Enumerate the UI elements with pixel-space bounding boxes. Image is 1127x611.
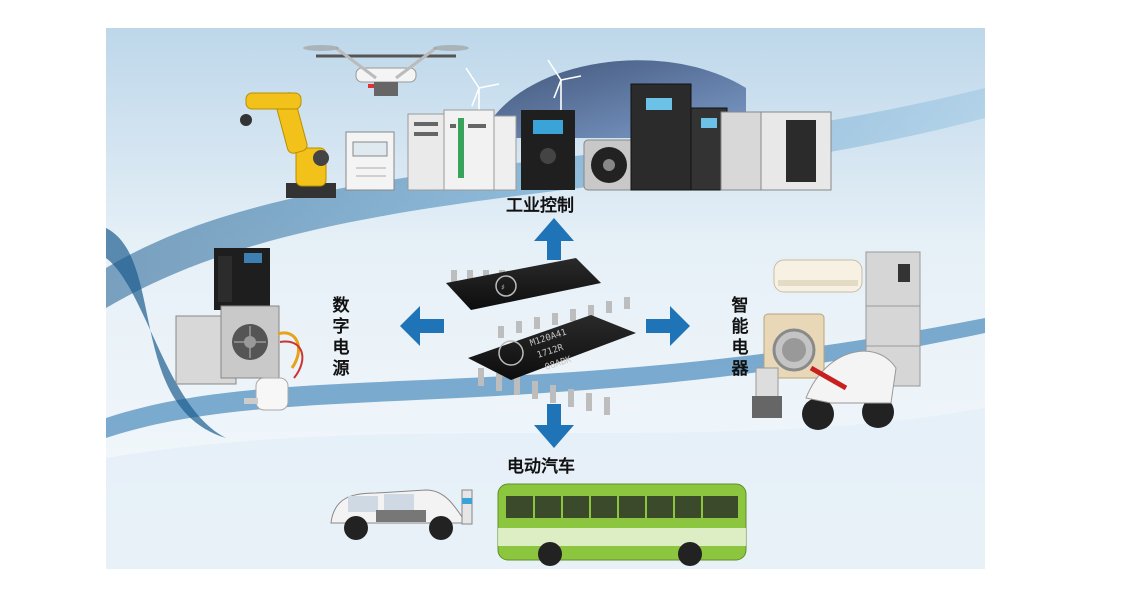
arrow-right — [646, 306, 690, 346]
charging-station-icon — [461, 489, 473, 525]
label-industrial-control: 工业控制 — [506, 196, 574, 216]
arrows — [400, 218, 690, 448]
robot-arm-icon — [240, 92, 336, 198]
chip-logo-icon — [495, 275, 517, 297]
drone-icon — [303, 45, 469, 96]
electric-car-icon — [330, 489, 467, 540]
label-electric-vehicles: 电动汽车 — [507, 457, 575, 477]
wind-turbine-icon — [465, 59, 582, 138]
servo-drive-icon — [630, 83, 832, 191]
blender-icon — [752, 367, 782, 418]
chip-main: M120A41 1712R 08ABK — [468, 297, 636, 415]
washing-machine-icon — [763, 313, 825, 379]
label-smart-appliances: 智能电器 — [731, 296, 749, 379]
phone-charger-icon — [244, 377, 289, 411]
power-supply-icon — [175, 305, 304, 385]
chip-top: ♯ — [446, 258, 601, 310]
svg-text:♯: ♯ — [501, 283, 505, 292]
air-conditioner-icon — [773, 259, 863, 293]
arrow-left — [400, 306, 444, 346]
inverter-icon — [521, 110, 575, 190]
electric-scooter-icon — [802, 350, 897, 430]
ups-icon — [214, 248, 270, 310]
electric-bus-icon — [497, 483, 747, 566]
illustration-panel: ♯ M120A41 1712R 08ABK — [106, 28, 985, 569]
swoosh-middle — [106, 318, 985, 438]
plc-module-icon — [407, 109, 517, 191]
servo-motor-icon — [583, 139, 635, 191]
label-digital-power: 数字电源 — [332, 296, 350, 379]
arrow-up — [534, 218, 574, 260]
swoosh-left — [106, 228, 226, 438]
electric-meter-icon — [345, 131, 395, 191]
chip-logo-icon — [498, 340, 524, 366]
arrow-down — [534, 404, 574, 448]
illustration-svg: ♯ M120A41 1712R 08ABK — [106, 28, 985, 569]
